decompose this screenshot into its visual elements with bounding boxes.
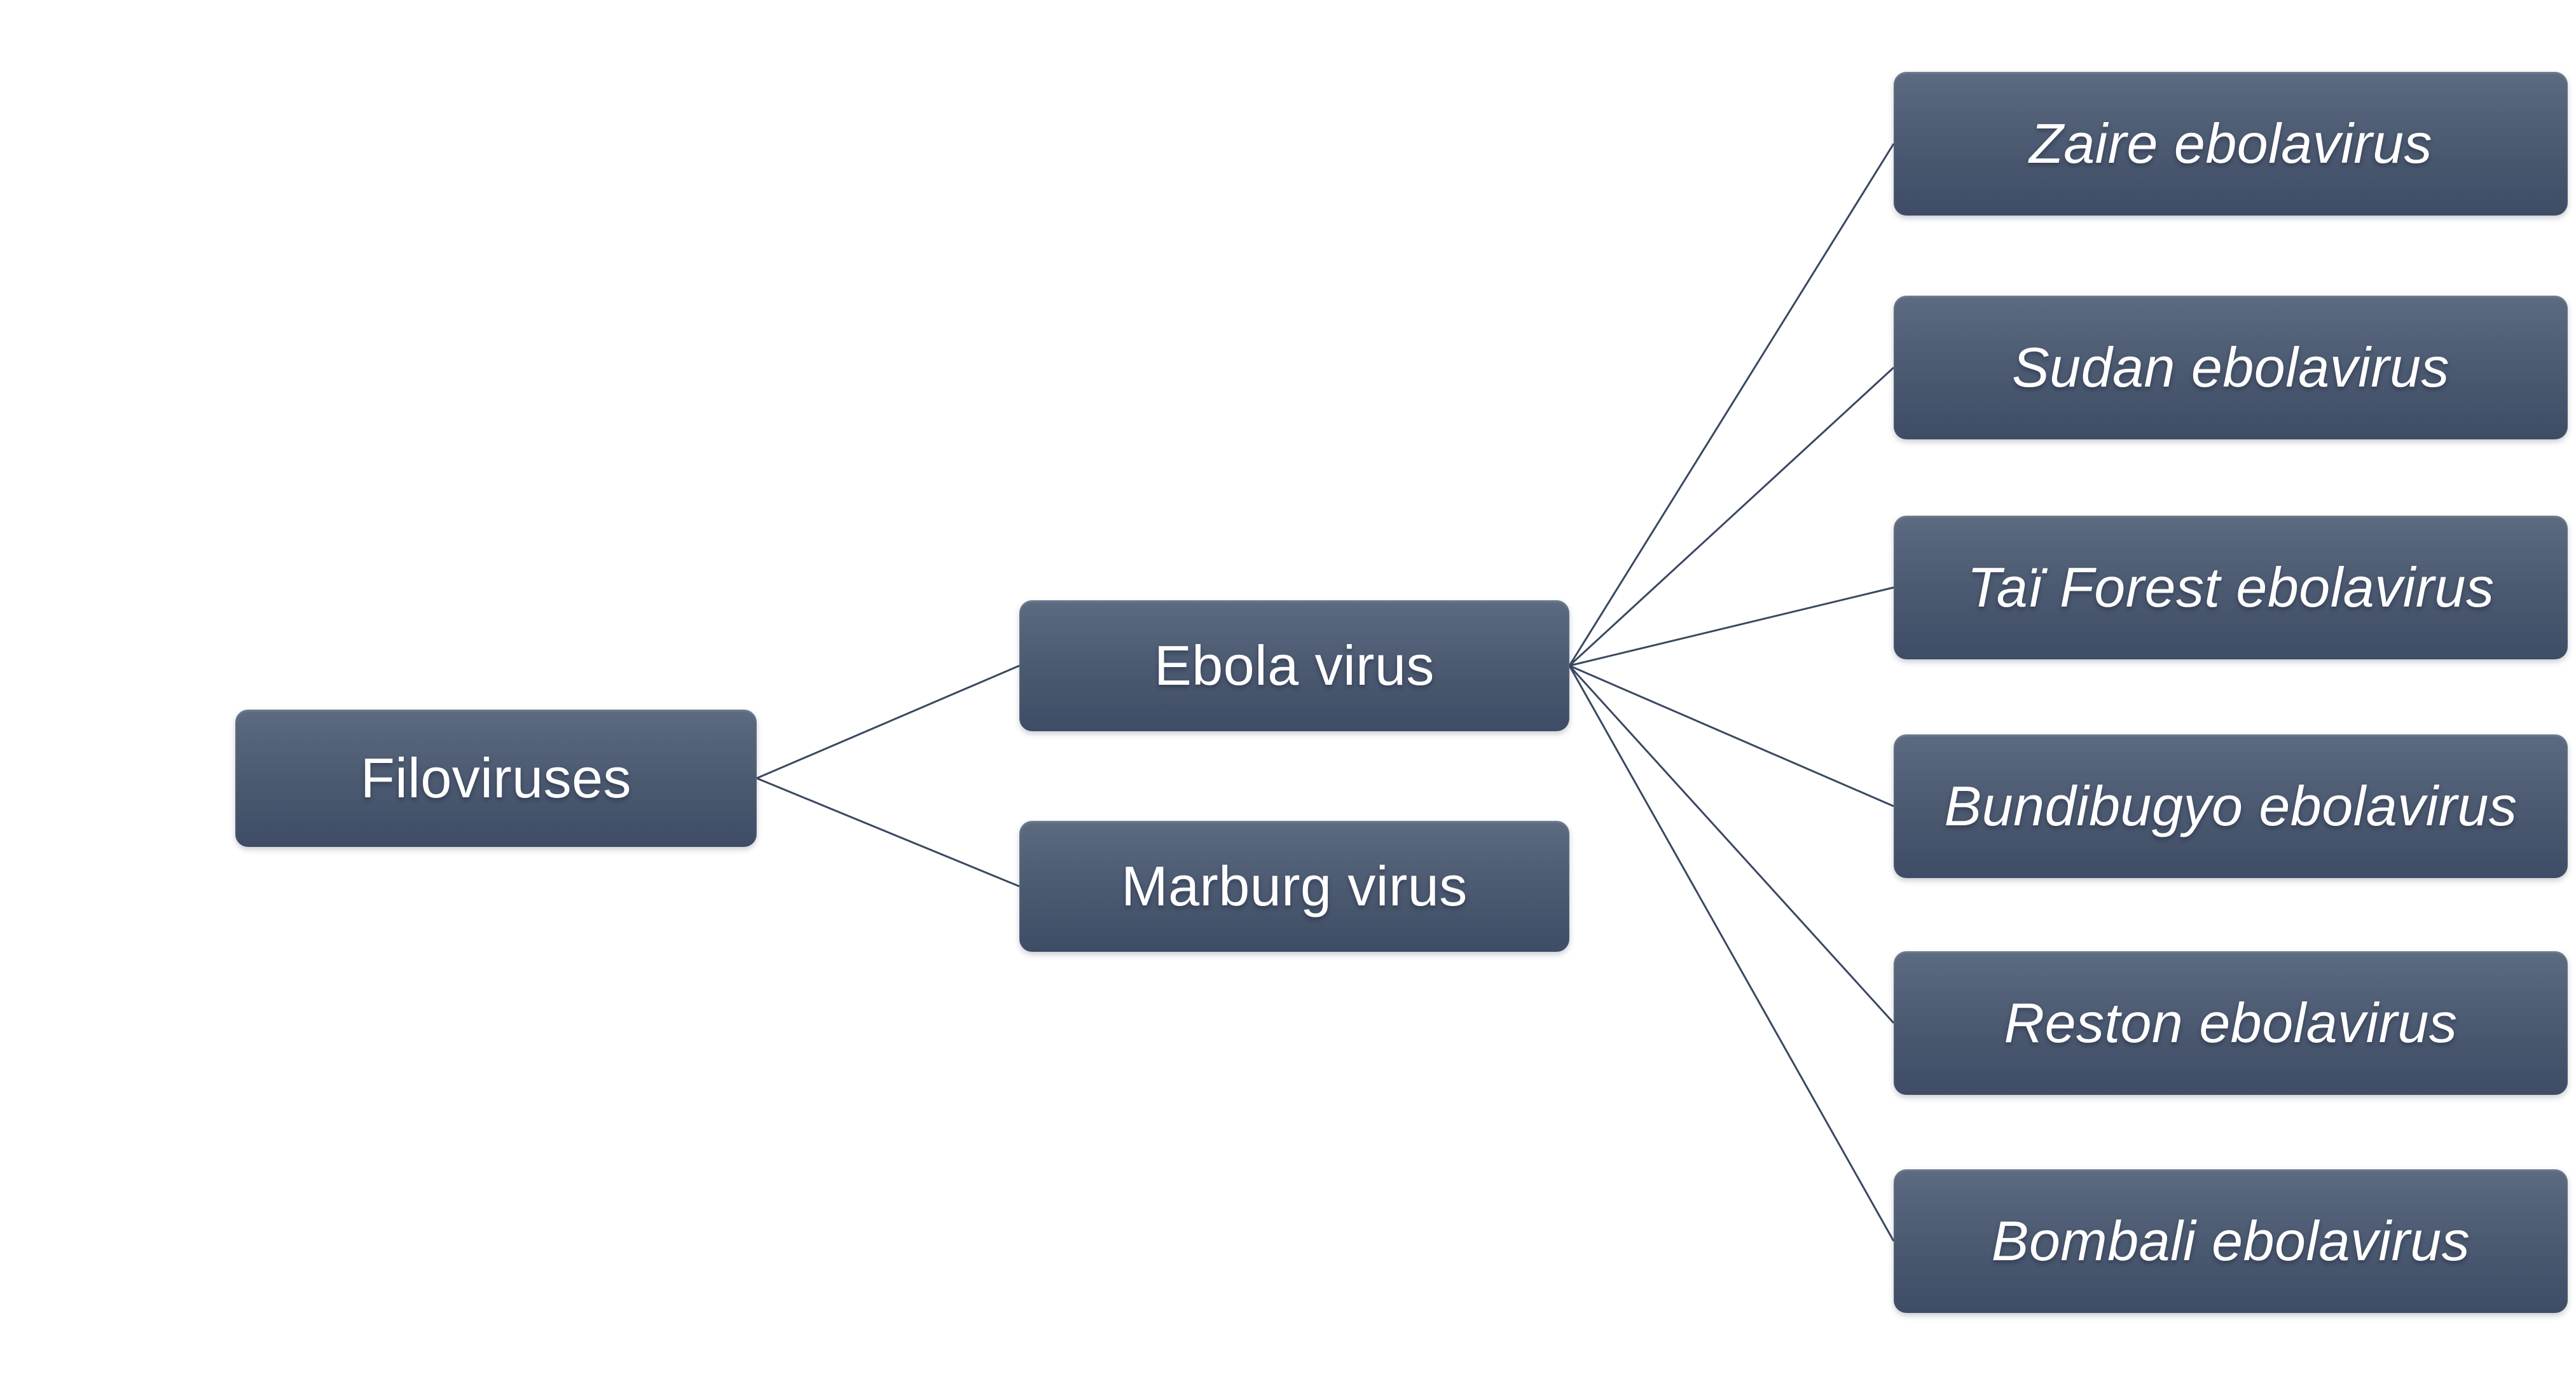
node-reston-ebolavirus: Reston ebolavirus: [1894, 951, 2568, 1095]
node-filoviruses-label: Filoviruses: [360, 746, 632, 809]
node-marburg-virus: Marburg virus: [1019, 821, 1569, 952]
node-tai-forest-ebolavirus-label: Taï Forest ebolavirus: [1967, 556, 2495, 619]
node-bombali-ebolavirus: Bombali ebolavirus: [1894, 1169, 2568, 1313]
node-bundibugyo-ebolavirus-label: Bundibugyo ebolavirus: [1944, 774, 2517, 837]
node-bombali-ebolavirus-label: Bombali ebolavirus: [1991, 1209, 2470, 1272]
node-ebola-virus-label: Ebola virus: [1154, 634, 1435, 697]
node-reston-ebolavirus-label: Reston ebolavirus: [2004, 991, 2458, 1054]
connector-line: [756, 664, 1020, 780]
node-zaire-ebolavirus: Zaire ebolavirus: [1894, 72, 2568, 216]
node-sudan-ebolavirus: Sudan ebolavirus: [1894, 296, 2568, 439]
connector-line: [1568, 664, 1895, 1024]
node-zaire-ebolavirus-label: Zaire ebolavirus: [2028, 112, 2433, 175]
node-marburg-virus-label: Marburg virus: [1121, 855, 1468, 917]
node-ebola-virus: Ebola virus: [1019, 600, 1569, 731]
connector-line: [756, 777, 1020, 888]
connector-line: [1568, 366, 1895, 667]
node-sudan-ebolavirus-label: Sudan ebolavirus: [2011, 336, 2450, 399]
connector-line: [1569, 664, 1894, 807]
connector-line: [1569, 586, 1894, 667]
connector-line: [1568, 665, 1895, 1242]
node-bundibugyo-ebolavirus: Bundibugyo ebolavirus: [1894, 734, 2568, 878]
node-tai-forest-ebolavirus: Taï Forest ebolavirus: [1894, 516, 2568, 659]
node-filoviruses: Filoviruses: [235, 710, 757, 847]
connector-line: [1568, 143, 1895, 666]
